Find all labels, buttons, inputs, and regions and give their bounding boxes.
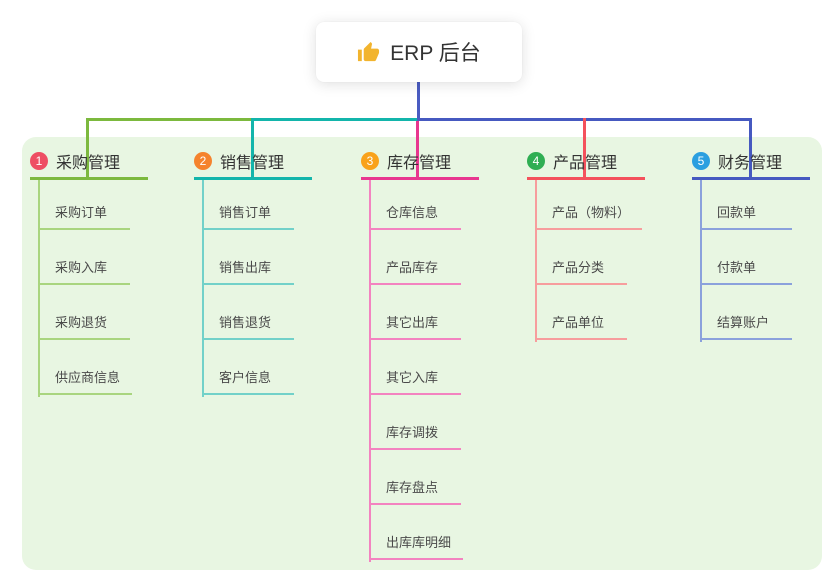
child-connector-line: [202, 180, 204, 397]
child-label: 产品单位: [552, 315, 605, 330]
bus-segment-right: [420, 118, 752, 121]
child-label: 销售退货: [219, 315, 272, 330]
child-label: 库存盘点: [386, 480, 439, 495]
branch-drop-line: [86, 118, 89, 178]
child-connector-line: [369, 180, 371, 562]
child-node[interactable]: 销售退货: [202, 310, 294, 340]
branch-label: 销售管理: [220, 155, 285, 172]
child-label: 采购订单: [55, 205, 108, 220]
branch-header-sales[interactable]: 2 销售管理: [194, 137, 312, 180]
child-node[interactable]: 产品单位: [535, 310, 627, 340]
branch-badge: 4: [527, 152, 545, 170]
child-node[interactable]: 客户信息: [202, 365, 294, 395]
bus-segment-mid: [251, 118, 417, 121]
branch-label: 产品管理: [553, 155, 618, 172]
child-node[interactable]: 采购入库: [38, 255, 130, 285]
branch-badge: 2: [194, 152, 212, 170]
branch-badge: 1: [30, 152, 48, 170]
child-label: 采购入库: [55, 260, 108, 275]
child-label: 回款单: [717, 205, 757, 220]
child-label: 结算账户: [717, 315, 770, 330]
branch-badge: 3: [361, 152, 379, 170]
child-node[interactable]: 销售订单: [202, 200, 294, 230]
branch-drop-line: [416, 121, 419, 178]
child-label: 产品库存: [386, 260, 439, 275]
child-node[interactable]: 其它入库: [369, 365, 461, 395]
bus-segment-left: [86, 118, 254, 121]
branch-label: 财务管理: [718, 155, 783, 172]
child-node[interactable]: 回款单: [700, 200, 792, 230]
child-label: 出库库明细: [386, 535, 452, 550]
child-label: 供应商信息: [55, 370, 121, 385]
branch-label: 采购管理: [56, 155, 121, 172]
branch-product: 4 产品管理产品（物料） 产品分类产品单位: [527, 137, 702, 570]
child-node[interactable]: 采购订单: [38, 200, 130, 230]
child-label: 销售出库: [219, 260, 272, 275]
child-label: 客户信息: [219, 370, 272, 385]
child-node[interactable]: 出库库明细: [369, 530, 464, 560]
branch-header-inventory[interactable]: 3 库存管理: [361, 137, 479, 180]
branch-sales: 2 销售管理销售订单销售出库销售退货客户信息: [194, 137, 369, 570]
child-connector-line: [38, 180, 40, 397]
child-node[interactable]: 产品分类: [535, 255, 627, 285]
branch-inventory: 3 库存管理仓库信息产品库存其它出库其它入库库存调拨库存盘点出库库明细: [361, 137, 536, 570]
child-node[interactable]: 供应商信息: [38, 365, 133, 395]
branch-drop-line: [583, 118, 586, 178]
child-label: 产品分类: [552, 260, 605, 275]
root-connector-line: [417, 82, 420, 121]
branch-drop-line: [749, 118, 752, 178]
child-label: 采购退货: [55, 315, 108, 330]
child-node[interactable]: 付款单: [700, 255, 792, 285]
branches-panel: [22, 137, 822, 570]
thumbs-up-icon: [358, 41, 380, 61]
branch-finance: 5 财务管理回款单付款单结算账户: [692, 137, 839, 570]
branch-label: 库存管理: [387, 155, 452, 172]
child-label: 产品（物料）: [552, 205, 631, 220]
child-connector-line: [535, 180, 537, 342]
branch-header-purchase[interactable]: 1 采购管理: [30, 137, 148, 180]
child-label: 库存调拨: [386, 425, 439, 440]
branch-header-product[interactable]: 4 产品管理: [527, 137, 645, 180]
child-node[interactable]: 库存盘点: [369, 475, 461, 505]
child-label: 仓库信息: [386, 205, 439, 220]
root-node[interactable]: ERP 后台: [316, 22, 522, 82]
branch-drop-line: [251, 118, 254, 178]
root-label: ERP 后台: [390, 42, 481, 65]
child-label: 付款单: [717, 260, 757, 275]
child-node[interactable]: 结算账户: [700, 310, 792, 340]
child-connector-line: [700, 180, 702, 342]
child-node[interactable]: 其它出库: [369, 310, 461, 340]
branch-header-finance[interactable]: 5 财务管理: [692, 137, 810, 180]
child-node[interactable]: 产品（物料）: [535, 200, 643, 230]
child-node[interactable]: 库存调拨: [369, 420, 461, 450]
branch-purchase: 1 采购管理采购订单采购入库采购退货供应商信息: [30, 137, 205, 570]
child-node[interactable]: 采购退货: [38, 310, 130, 340]
child-label: 其它出库: [386, 315, 439, 330]
child-label: 其它入库: [386, 370, 439, 385]
child-node[interactable]: 产品库存: [369, 255, 461, 285]
child-node[interactable]: 销售出库: [202, 255, 294, 285]
child-label: 销售订单: [219, 205, 272, 220]
child-node[interactable]: 仓库信息: [369, 200, 461, 230]
branch-badge: 5: [692, 152, 710, 170]
